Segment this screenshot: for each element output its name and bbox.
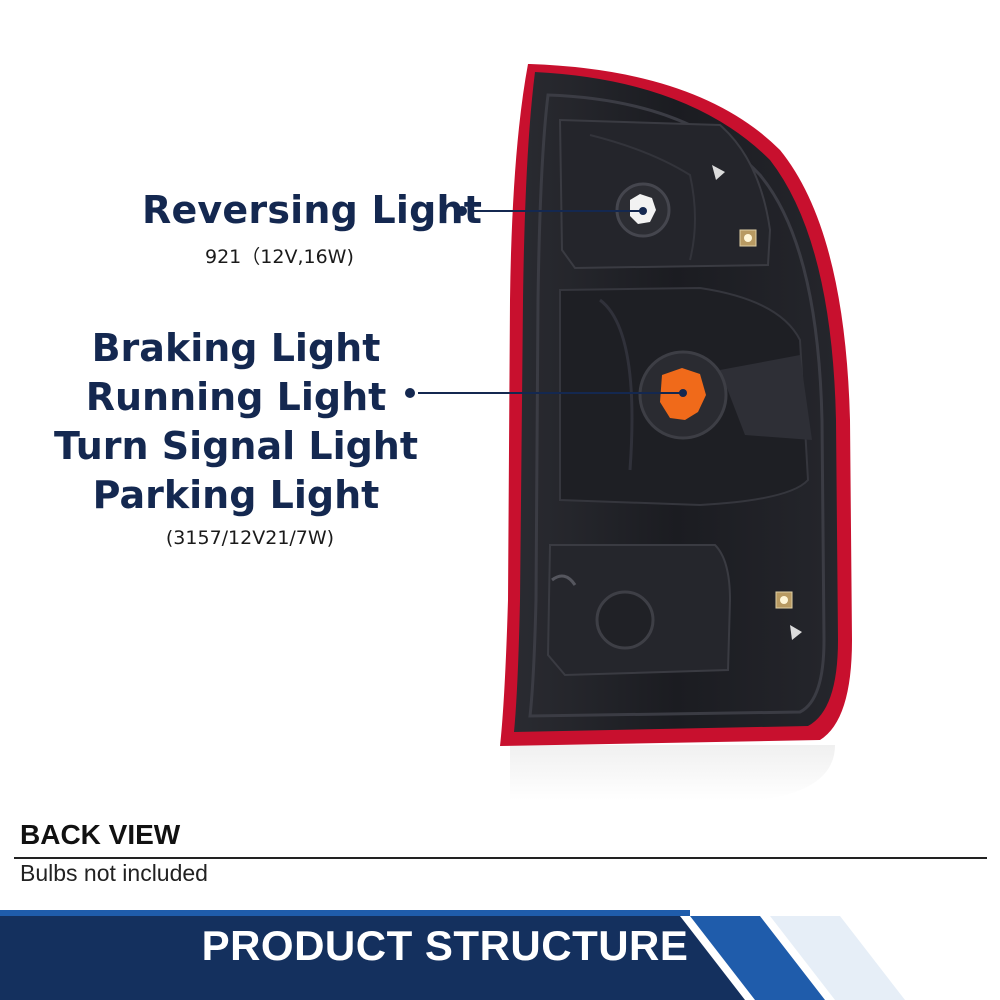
product-structure-banner [0, 910, 1000, 1000]
reversing-light-spec: 921（12V,16W) [205, 246, 354, 268]
braking-light-label: Braking Light [91, 326, 381, 370]
bulbs-note: Bulbs not included [20, 860, 208, 886]
turn-signal-light-label: Turn Signal Light [53, 424, 419, 468]
mounting-stud-lower [775, 591, 793, 609]
mounting-stud-upper [739, 229, 757, 247]
running-light-label: Running Light [85, 375, 387, 419]
banner-title: PRODUCT STRUCTURE [201, 922, 689, 969]
section-title: BACK VIEW [20, 819, 181, 850]
section-divider [14, 857, 987, 859]
brake-group-spec: (3157/12V21/7W) [165, 527, 335, 549]
parking-light-label: Parking Light [92, 473, 380, 517]
reversing-light-label: Reversing Light [142, 188, 483, 232]
